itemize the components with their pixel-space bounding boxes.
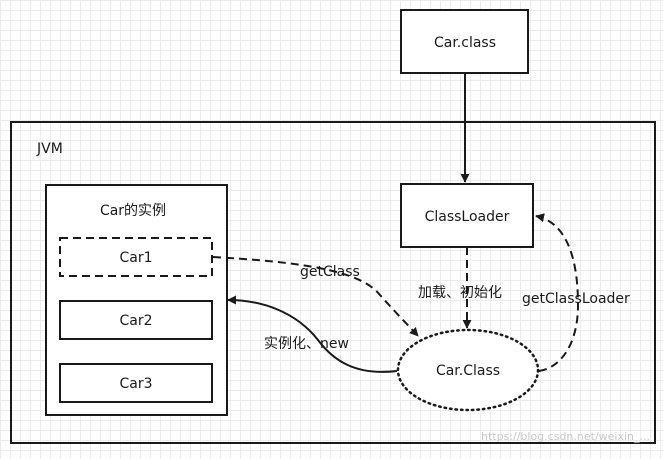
watermark-text: https://blog.csdn.net/weixin_... — [481, 430, 650, 443]
car3-node: Car3 — [59, 363, 213, 403]
car1-label: Car1 — [119, 250, 152, 266]
car2-node: Car2 — [59, 300, 213, 340]
classloader-label: ClassLoader — [425, 209, 510, 225]
car-class-object-node: Car.Class — [396, 328, 540, 412]
edge-instantiate-new — [227, 295, 398, 373]
jvm-container: JVM — [10, 121, 656, 444]
edge-load-init-label: 加载、初始化 — [418, 284, 502, 301]
classloader-node: ClassLoader — [400, 183, 534, 248]
car-class-file-node: Car.class — [400, 9, 529, 74]
car-class-file-label: Car.class — [434, 35, 496, 51]
jvm-label: JVM — [36, 141, 63, 157]
edge-get-class-label: getClass — [300, 264, 360, 280]
instances-group-label: Car的实例 — [100, 203, 166, 219]
car-class-object-label: Car.Class — [436, 363, 500, 379]
edge-instantiate-new-label: 实例化、new — [264, 336, 349, 352]
edge-get-class-loader-label: getClassLoader — [522, 291, 630, 307]
edge-get-class — [212, 256, 419, 337]
car2-label: Car2 — [119, 313, 152, 329]
car3-label: Car3 — [119, 376, 152, 392]
edge-get-class-loader — [535, 213, 580, 372]
car1-node: Car1 — [59, 237, 213, 277]
